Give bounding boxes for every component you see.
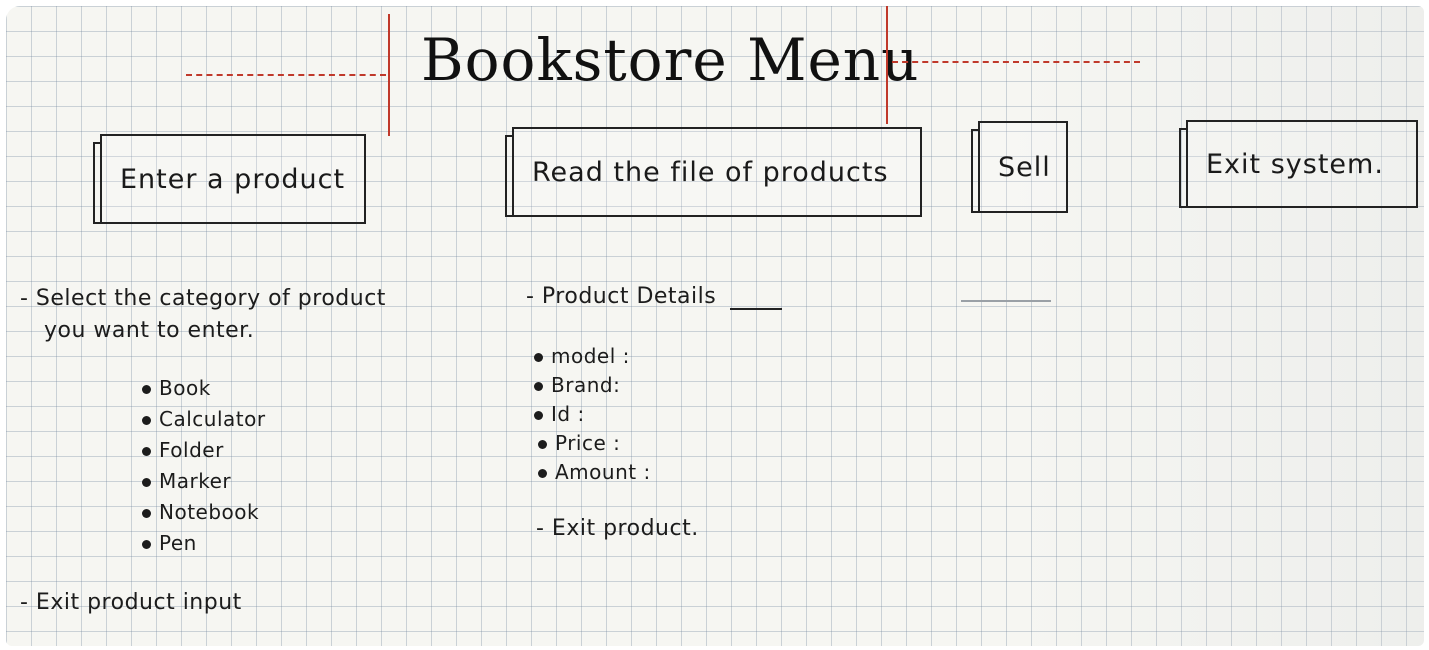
category-item: Pen xyxy=(142,531,197,555)
field-item: Price : xyxy=(538,431,620,455)
exit-system-button[interactable]: Exit system. xyxy=(1179,120,1418,208)
sell-column-line xyxy=(961,300,1051,302)
field-item: Id : xyxy=(534,402,585,426)
enter-product-section: - Select the category of product you wan… xyxy=(6,6,466,646)
field-item: model : xyxy=(534,344,630,368)
category-item: Notebook xyxy=(142,500,259,524)
left-dashed-line xyxy=(186,74,386,76)
bullet-icon xyxy=(142,416,151,425)
product-details-heading: - Product Details xyxy=(526,284,717,309)
page-title: Bookstore Menu xyxy=(421,26,920,94)
right-red-divider xyxy=(886,6,888,124)
read-file-label: Read the file of products xyxy=(532,156,889,188)
exit-product-input: - Exit product input xyxy=(20,590,242,615)
bullet-icon xyxy=(534,411,543,420)
sell-label: Sell xyxy=(998,151,1051,183)
enter-product-label: Enter a product xyxy=(120,163,346,195)
exit-product: - Exit product. xyxy=(536,516,699,541)
bullet-icon xyxy=(142,447,151,456)
read-file-section: - Product Details model : Brand: Id : Pr… xyxy=(6,6,906,646)
left-red-divider xyxy=(388,14,390,136)
sell-button[interactable]: Sell xyxy=(971,121,1068,213)
instruction-line-2: you want to enter. xyxy=(44,318,255,343)
bullet-icon xyxy=(534,353,543,362)
bullet-icon xyxy=(142,478,151,487)
enter-product-button[interactable]: Enter a product xyxy=(93,134,366,224)
bullet-icon xyxy=(538,440,547,449)
category-item: Book xyxy=(142,376,211,400)
instruction-line-1: - Select the category of product xyxy=(20,286,386,311)
category-item: Marker xyxy=(142,469,231,493)
bullet-icon xyxy=(534,382,543,391)
notebook-page: Bookstore Menu Enter a product Read the … xyxy=(6,6,1424,646)
page-shading xyxy=(1004,6,1424,646)
bullet-icon xyxy=(142,385,151,394)
heading-underline xyxy=(730,308,782,310)
category-item: Folder xyxy=(142,438,224,462)
category-item: Calculator xyxy=(142,407,266,431)
field-item: Amount : xyxy=(538,460,651,484)
bullet-icon xyxy=(142,540,151,549)
bullet-icon xyxy=(142,509,151,518)
bullet-icon xyxy=(538,469,547,478)
read-file-button[interactable]: Read the file of products xyxy=(505,127,922,217)
right-dashed-line xyxy=(892,61,1140,63)
field-item: Brand: xyxy=(534,373,620,397)
exit-system-label: Exit system. xyxy=(1206,148,1384,180)
